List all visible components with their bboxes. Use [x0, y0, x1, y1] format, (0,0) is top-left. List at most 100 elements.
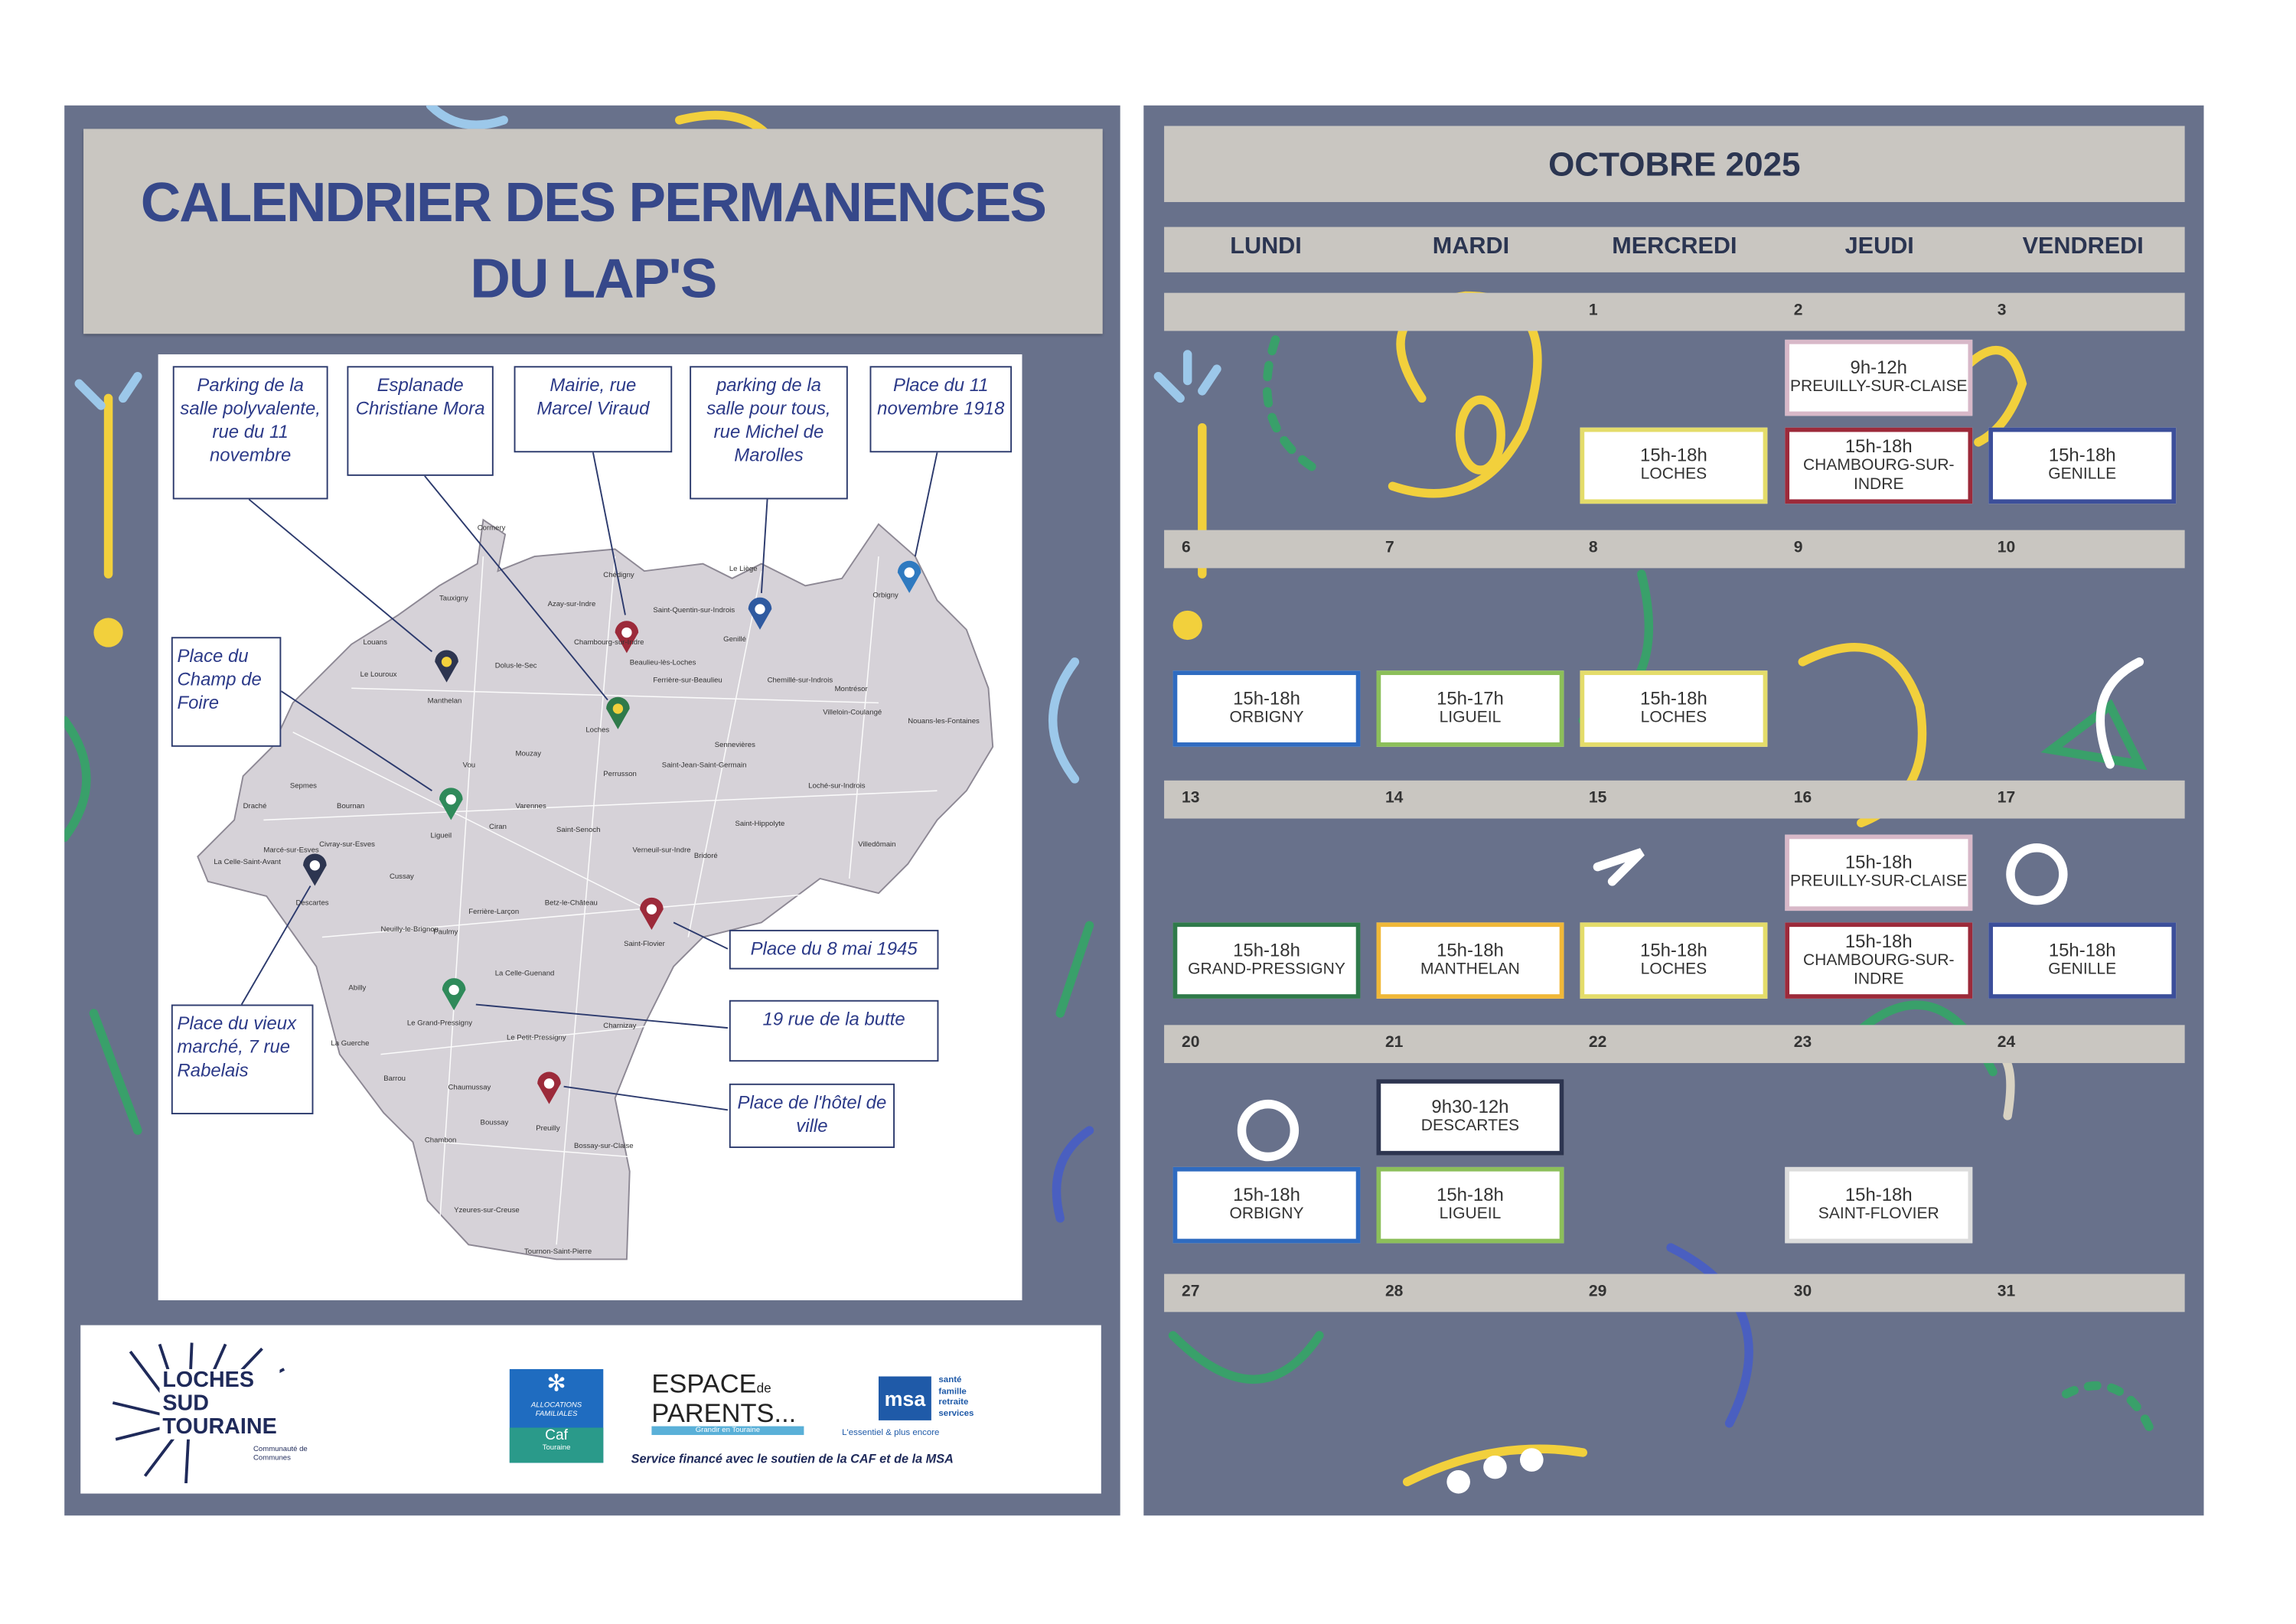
event-place: LIGUEIL — [1439, 1205, 1502, 1223]
event-time: 9h30-12h — [1431, 1097, 1509, 1117]
event-time: 15h-18h — [1233, 940, 1300, 961]
lst-line3: TOURAINE — [162, 1414, 277, 1440]
callout-mairie-marcel-viraud: Mairie, rue Marcel Viraud — [514, 366, 673, 453]
event-time: 15h-18h — [2048, 445, 2116, 466]
msa-word: retraite — [938, 1398, 969, 1407]
date-number: 27 — [1182, 1283, 1200, 1301]
caf-sub: Touraine — [542, 1443, 571, 1453]
town-label: Betz-le-Château — [544, 898, 598, 908]
town-label: Le Petit-Pressigny — [507, 1033, 566, 1043]
event-place: PREUILLY-SUR-CLAISE — [1789, 872, 1968, 891]
callout-place-champ-de-foire: Place du Champ de Foire — [171, 637, 282, 747]
date-bar — [1164, 1025, 2185, 1064]
callout-line — [563, 1085, 729, 1111]
lst-line2: SUD — [162, 1391, 209, 1417]
town-label: Mouzay — [515, 749, 541, 759]
town-label: Bossay-sur-Claise — [574, 1142, 634, 1151]
town-label: Villeloin-Coulangé — [823, 709, 882, 718]
date-number: 6 — [1182, 539, 1191, 557]
town-label: Loché-sur-Indrois — [808, 781, 866, 791]
callout-place-11-novembre-1918: Place du 11 novembre 1918 — [869, 366, 1013, 453]
event-time: 15h-18h — [1437, 940, 1504, 961]
town-label: La Celle-Guenand — [494, 969, 555, 979]
month-header: OCTOBRE 2025 — [1164, 126, 2185, 203]
caf-logo: ✻ ALLOCATIONS FAMILIALES Caf Touraine — [509, 1368, 604, 1463]
town-label: La Guerche — [331, 1039, 370, 1048]
town-label: Saint-Hippolyte — [735, 820, 785, 829]
event-place: PREUILLY-SUR-CLAISE — [1789, 377, 1968, 396]
date-number: 23 — [1793, 1033, 1812, 1052]
day-lundi: LUNDI — [1230, 234, 1302, 259]
callout-line — [760, 499, 768, 593]
event-time: 15h-18h — [1233, 1184, 1300, 1205]
town-label: Varennes — [515, 802, 546, 811]
town-label: Saint-Senoch — [556, 826, 601, 835]
town-label: Tauxigny — [439, 594, 468, 604]
lst-sub: Communauté de Communes — [253, 1445, 308, 1463]
date-number: 21 — [1384, 1033, 1404, 1052]
callout-parking-salle-pour-tous: parking de la salle pour tous, rue Miche… — [690, 366, 848, 500]
date-number: 24 — [1997, 1033, 2016, 1052]
date-number: 16 — [1793, 789, 1812, 807]
msa-word: services — [938, 1409, 974, 1419]
callout-place-hotel-de-ville: Place de l'hôtel de ville — [729, 1083, 895, 1149]
callout-line — [673, 921, 729, 950]
date-number: 2 — [1793, 302, 1803, 320]
caf-top-text: ALLOCATIONS FAMILIALES — [530, 1401, 582, 1419]
date-number: 17 — [1997, 789, 2016, 807]
event-time: 15h-18h — [1844, 435, 1913, 456]
espace-line2: PARENTS... — [651, 1398, 797, 1428]
date-number: 3 — [1997, 302, 2007, 320]
map-pin-icon — [615, 621, 639, 654]
town-label: Azay-sur-Indre — [547, 600, 596, 609]
town-label: Beaulieu-lès-Loches — [629, 658, 696, 668]
town-label: Tournon-Saint-Pierre — [523, 1247, 592, 1257]
town-label: Ferrière-Larçon — [468, 908, 520, 917]
date-bar — [1164, 1273, 2185, 1313]
map-pin-icon — [897, 560, 921, 593]
date-bar — [1164, 292, 2185, 331]
town-label: Boussay — [480, 1118, 509, 1128]
date-number: 20 — [1182, 1033, 1200, 1052]
event-time: 15h-18h — [1640, 688, 1707, 709]
map-pin-icon — [303, 853, 327, 886]
town-label: Louans — [363, 638, 387, 647]
town-label: Chédigny — [603, 571, 634, 580]
event-place: ORBIGNY — [1229, 1205, 1304, 1223]
date-number: 10 — [1997, 539, 2016, 557]
day-jeudi: JEUDI — [1844, 234, 1914, 259]
msa-tagline: L'essentiel & plus encore — [842, 1429, 940, 1438]
town-label: Montrésor — [834, 685, 868, 694]
funding-text: Service financé avec le soutien de la CA… — [631, 1451, 954, 1466]
town-label: Neuilly-le-Brignon — [380, 925, 439, 934]
map-pin-icon — [640, 897, 664, 930]
date-bar — [1164, 530, 2185, 569]
callout-place-8-mai-1945: Place du 8 mai 1945 — [729, 929, 939, 970]
event-place: LIGUEIL — [1439, 709, 1502, 726]
date-number: 9 — [1793, 539, 1803, 557]
espace-sub: Grandir en Touraine — [651, 1426, 804, 1436]
callout-line — [240, 885, 311, 1006]
map-pin-icon — [748, 597, 772, 630]
event-place: CHAMBOURG-SUR-INDRE — [1802, 951, 1955, 988]
town-label: Barrou — [383, 1075, 406, 1084]
date-bar — [1164, 780, 2185, 819]
date-number: 14 — [1384, 789, 1404, 807]
